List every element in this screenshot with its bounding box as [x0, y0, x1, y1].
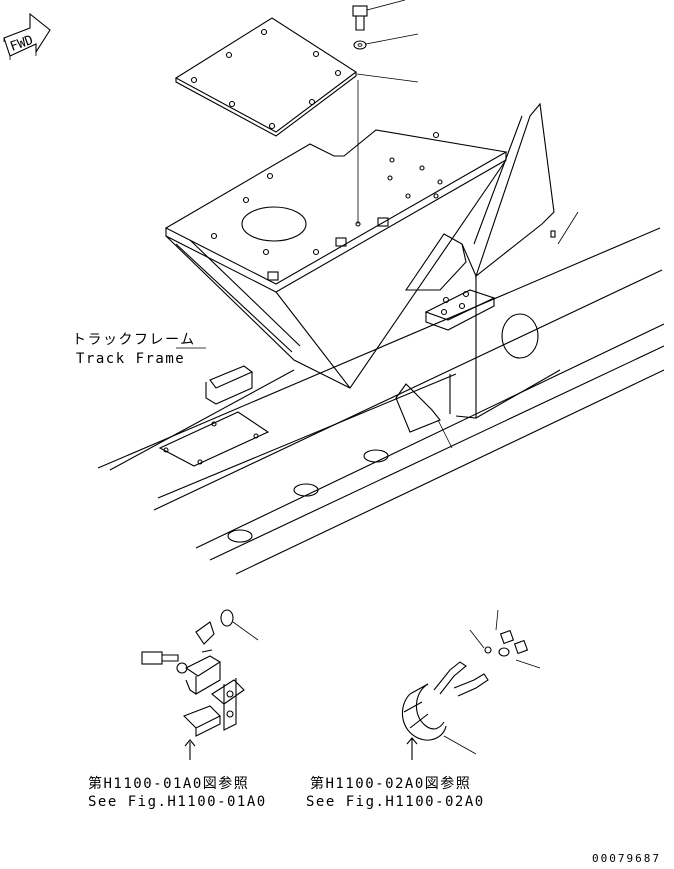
bolt — [352, 0, 406, 31]
mount-block — [424, 289, 496, 331]
mounting-plate — [164, 129, 508, 293]
cover-plate — [174, 17, 419, 224]
ref-right-jp: 第H1100-02A0図参照 — [310, 776, 472, 792]
track-frame-rails — [97, 227, 665, 575]
gusset — [404, 102, 579, 291]
ref-left-jp: 第H1100-01A0図参照 — [88, 776, 250, 792]
track-frame-label-en: Track Frame — [76, 351, 186, 367]
left-subassembly — [141, 609, 259, 760]
ref-right-en: See Fig.H1100-02A0 — [306, 794, 485, 810]
washer — [353, 33, 419, 50]
ref-left-en: See Fig.H1100-01A0 — [88, 794, 267, 810]
drawing-number: 00079687 — [592, 852, 661, 865]
right-subassembly — [401, 609, 541, 760]
fwd-arrow-icon: FWD — [3, 12, 51, 60]
bracket-body — [165, 159, 507, 389]
track-frame-label-jp: トラックフレーム — [72, 332, 196, 348]
